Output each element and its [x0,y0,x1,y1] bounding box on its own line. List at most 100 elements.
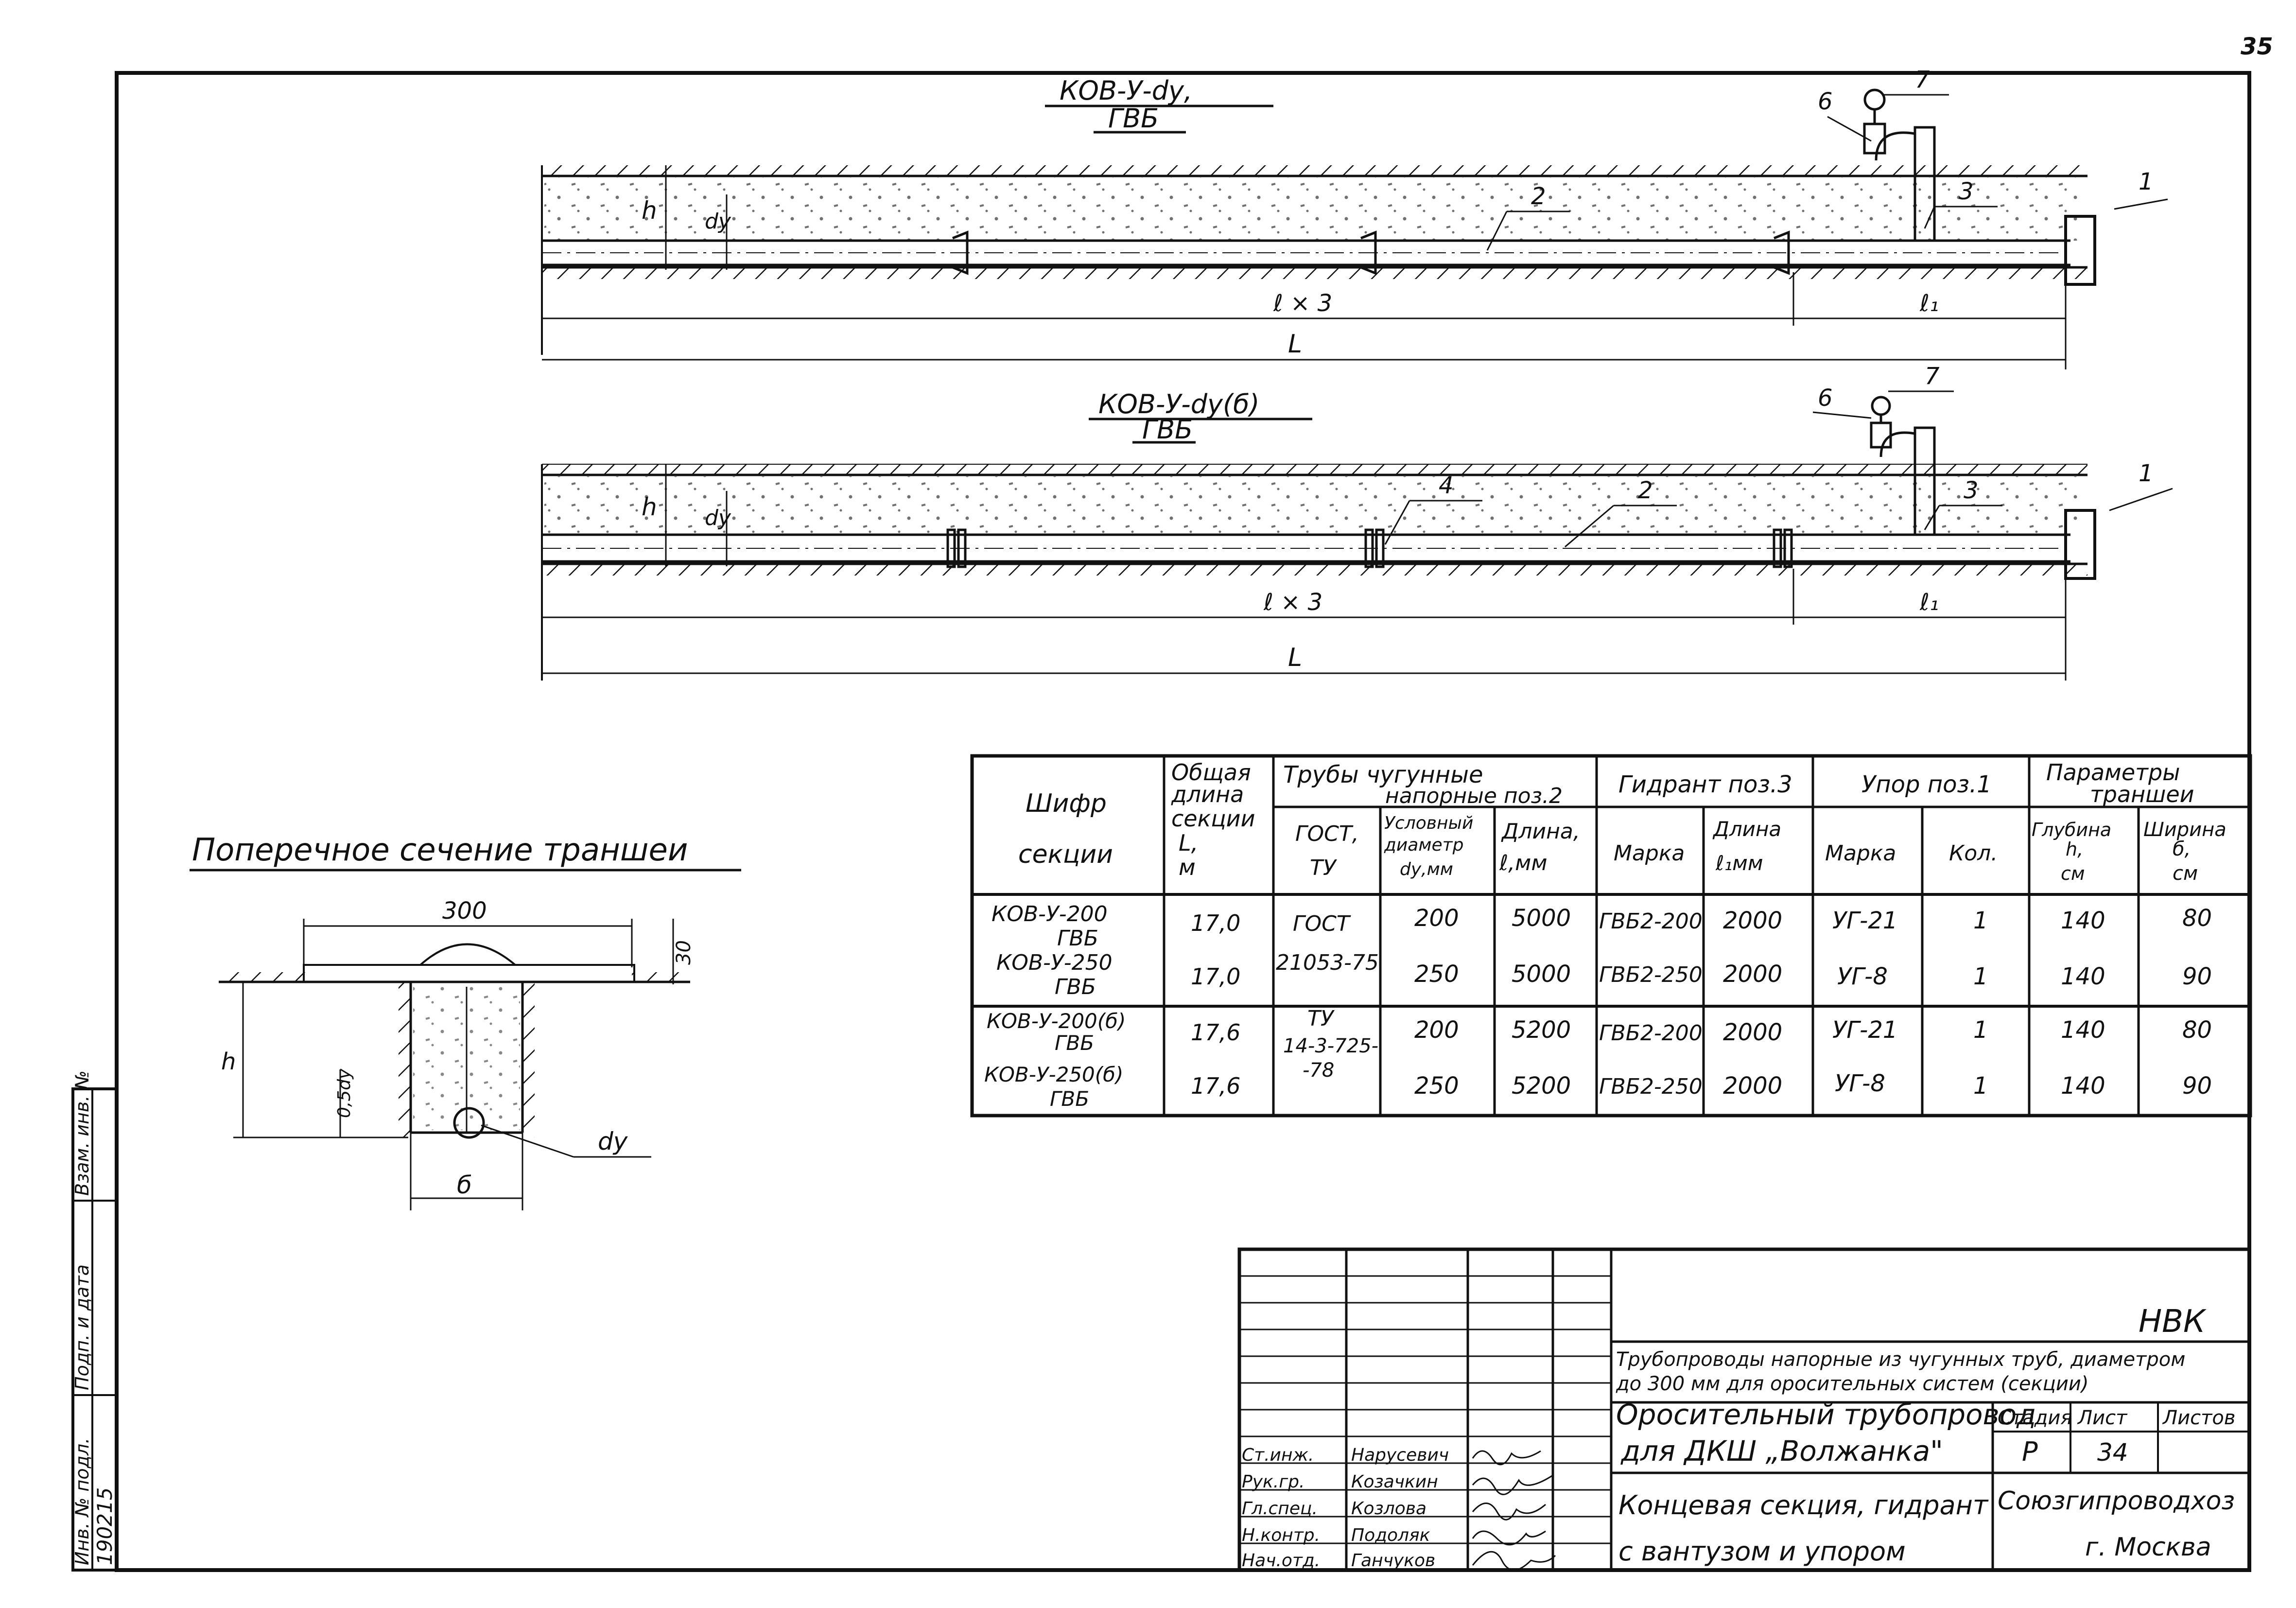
spec-table [970,754,2252,1118]
svg-text:Рук.гр.: Рук.гр. [1242,1472,1305,1492]
svg-text:Концевая секция, гидрант: Концевая секция, гидрант [1618,1490,1989,1521]
svg-text:1: 1 [1973,963,1988,990]
svg-text:140: 140 [2061,963,2105,990]
side-stamp: Взам. инв. № Подп. и дата Инв. № подл. 1… [71,1070,118,1572]
svg-text:17,6: 17,6 [1191,1073,1240,1099]
svg-text:траншеи: траншеи [2090,781,2194,807]
svg-text:УГ-21: УГ-21 [1832,907,1897,934]
svg-text:Трубы чугунные: Трубы чугунные [1283,761,1483,788]
dim-l1: ℓ₁ [1919,290,1939,317]
svg-text:Листов: Листов [2162,1407,2235,1429]
dim-L-2: L [1288,643,1302,672]
profile-1-title: КОВ-У-dу, [1060,75,1192,106]
svg-text:200: 200 [1414,1016,1459,1044]
profile-1-subtitle: ГВБ [1108,103,1159,134]
svg-text:ГОСТ,: ГОСТ, [1295,821,1359,846]
svg-text:КОВ-У-200: КОВ-У-200 [991,902,1108,926]
svg-text:2000: 2000 [1723,1019,1782,1046]
svg-text:Нач.отд.: Нач.отд. [1242,1551,1320,1571]
svg-text:Ширина: Ширина [2143,819,2226,841]
title-block [1237,1247,2251,1572]
svg-text:5000: 5000 [1512,961,1571,988]
svg-text:ℓ₁мм: ℓ₁мм [1715,851,1763,875]
title-block-text: НВК Трубопроводы напорные из чугунных тр… [1242,1304,2235,1571]
svg-text:Гидрант поз.3: Гидрант поз.3 [1618,771,1792,798]
profile-1: КОВ-У-dу, ГВБ h dу 2 [541,66,2168,369]
svg-text:140: 140 [2061,907,2105,934]
svg-text:2000: 2000 [1723,961,1782,988]
page-number: 35 [2241,33,2273,60]
svg-text:см: см [2173,862,2198,885]
svg-text:КОВ-У-250: КОВ-У-250 [996,950,1113,975]
svg-text:секции: секции [1171,805,1255,832]
svg-text:ГОСТ: ГОСТ [1293,911,1351,936]
table-row: КОВ-У-200(б) ГВБ 17,6 ТУ 200 5200 ГВБ2-2… [987,1006,2212,1055]
svg-text:ГВБ2-250: ГВБ2-250 [1599,962,1703,987]
dim-300: 300 [442,897,487,925]
callout-6: 6 [1818,88,1833,115]
svg-text:ГВБ2-200: ГВБ2-200 [1599,1021,1703,1046]
svg-text:Подп. и дата: Подп. и дата [71,1264,93,1390]
svg-text:17,6: 17,6 [1191,1019,1240,1046]
svg-text:80: 80 [2182,1016,2212,1044]
label-dy-section: dу [598,1127,628,1155]
svg-text:КОВ-У-200(б): КОВ-У-200(б) [987,1009,1126,1033]
svg-text:80: 80 [2182,905,2212,932]
dim-h: h [221,1048,236,1075]
svg-text:Длина,: Длина, [1501,819,1580,844]
svg-text:длина: длина [1171,781,1244,807]
dim-L: L [1288,330,1302,359]
signature [1472,1551,1556,1571]
svg-text:14-3-725-: 14-3-725- [1283,1035,1378,1057]
svg-text:Трубопроводы напорные из чугун: Трубопроводы напорные из чугунных труб, … [1616,1348,2185,1371]
signature [1472,1530,1546,1546]
profile-2: КОВ-У-dу(б) ГВБ h dу 4 2 [541,363,2173,681]
svg-text:Кол.: Кол. [1949,841,1998,866]
svg-text:ГВБ2-250: ГВБ2-250 [1599,1074,1703,1099]
svg-text:21053-75: 21053-75 [1276,950,1379,975]
svg-text:Условный: Условный [1384,813,1473,833]
ground-bottom-hatch [542,268,2087,279]
svg-text:Ст.инж.: Ст.инж. [1242,1445,1314,1465]
svg-text:h,: h, [2066,839,2083,860]
svg-text:34: 34 [2097,1438,2128,1467]
svg-text:б,: б, [2173,838,2191,860]
ground-top-hatch [542,165,2087,176]
svg-text:Марка: Марка [1614,841,1685,866]
svg-text:Ганчуков: Ганчуков [1351,1551,1435,1571]
svg-text:УГ-8: УГ-8 [1837,963,1888,990]
profile-2-subtitle: ГВБ [1142,414,1193,445]
svg-text:Марка: Марка [1825,841,1896,866]
svg-text:Союзгипроводхоз: Союзгипроводхоз [1998,1486,2235,1516]
svg-text:г. Москва: г. Москва [2085,1533,2211,1562]
svg-text:Оросительный трубопровод: Оросительный трубопровод [1616,1398,2036,1431]
dim-l-x3: ℓ × 3 [1273,290,1332,317]
dim-b: б [457,1171,472,1199]
svg-text:ГВБ: ГВБ [1055,975,1096,999]
svg-text:диаметр: диаметр [1384,835,1463,855]
callout-3b: 3 [1964,477,1979,504]
svg-text:Н.контр.: Н.контр. [1242,1525,1320,1545]
svg-text:Подоляк: Подоляк [1351,1525,1430,1545]
svg-text:1: 1 [1973,1072,1988,1100]
svg-text:до 300 мм для оросительных сис: до 300 мм для оросительных систем (секци… [1616,1373,2088,1395]
svg-text:Нарусевич: Нарусевич [1351,1445,1449,1465]
svg-text:ГВБ: ГВБ [1050,1087,1089,1111]
svg-text:140: 140 [2061,1016,2105,1044]
svg-text:1: 1 [1973,1016,1988,1044]
svg-text:Гл.спец.: Гл.спец. [1242,1499,1318,1519]
signature [1472,1450,1541,1466]
svg-text:250: 250 [1414,961,1459,988]
svg-text:секции: секции [1018,840,1113,869]
svg-text:90: 90 [2182,963,2212,990]
label-h: h [642,196,657,225]
svg-text:для ДКШ „Волжанка": для ДКШ „Волжанка" [1620,1434,1943,1468]
table-row: КОВ-У-250 ГВБ 17,0 21053-75 250 5000 ГВБ… [996,950,2212,999]
svg-text:Р: Р [2022,1436,2038,1467]
trench-cross-section: Поперечное сечение траншеи 300 30 h 0,5d… [190,832,741,1210]
svg-text:17,0: 17,0 [1191,910,1240,936]
svg-text:УГ-8: УГ-8 [1835,1070,1885,1097]
svg-text:с вантузом и упором: с вантузом и упором [1618,1536,1906,1567]
dim-05dy: 0,5dу [334,1068,354,1118]
callout-4: 4 [1439,472,1454,499]
